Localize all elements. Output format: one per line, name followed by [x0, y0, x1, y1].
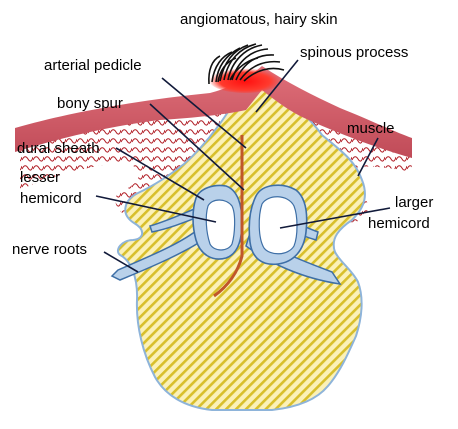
leader-arterial-pedicle [161, 77, 247, 149]
leader-spinous-process [255, 59, 299, 113]
label-arterial-pedicle: arterial pedicle [44, 57, 142, 74]
label-spinous-process: spinous process [300, 44, 408, 61]
label-lesser-hemicord-2: hemicord [20, 190, 82, 207]
leader-bony-spur [149, 103, 245, 191]
leader-larger-hemicord [279, 207, 391, 229]
label-muscle: muscle [347, 120, 395, 137]
label-larger-hemicord-1: larger [395, 194, 433, 211]
label-bony-spur: bony spur [57, 95, 123, 112]
label-skin: angiomatous, hairy skin [180, 11, 338, 28]
leader-muscle [357, 137, 379, 177]
lesser-hemicord [205, 199, 236, 251]
label-nerve-roots: nerve roots [12, 241, 87, 258]
skin-layer [15, 66, 412, 158]
leader-nerve-roots [103, 251, 139, 273]
label-dural-sheath: dural sheath [17, 140, 100, 157]
leader-dural-sheath [115, 147, 205, 201]
arterial-pedicle [213, 135, 244, 298]
label-larger-hemicord-2: hemicord [368, 215, 430, 232]
label-lesser-hemicord-1: lesser [20, 169, 60, 186]
leader-lesser-hemicord [95, 195, 217, 223]
larger-hemicord [258, 196, 298, 255]
hair-tuft [208, 43, 285, 85]
